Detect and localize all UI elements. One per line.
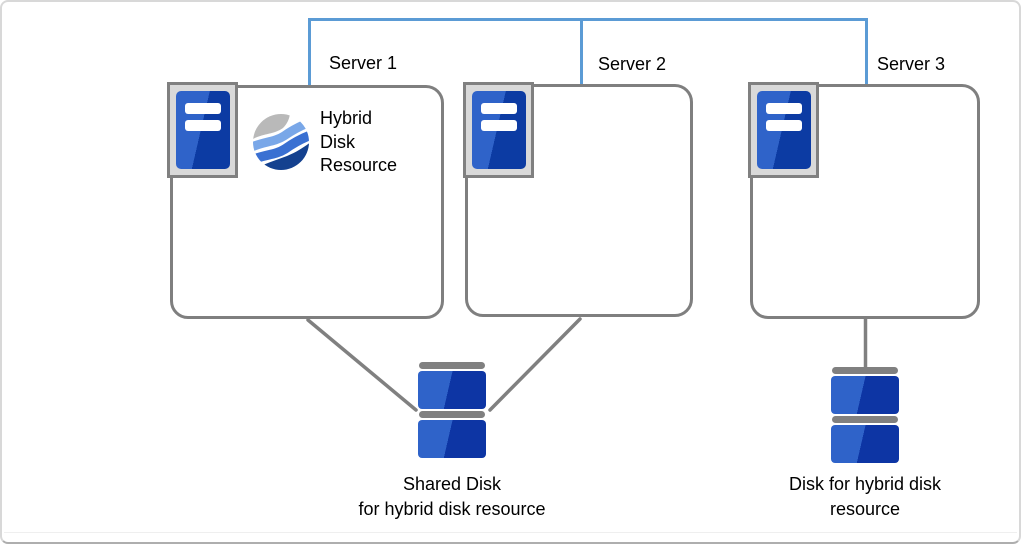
disk-divider: [832, 416, 898, 423]
shared-disk-caption: Shared Disk for hybrid disk resource: [282, 472, 622, 522]
disk-cap: [832, 367, 898, 374]
hybrid-disk-resource-label: Hybrid Disk Resource: [320, 107, 397, 178]
bottom-divider-line: [4, 532, 1017, 533]
disk-platter: [831, 425, 899, 463]
hybrid-disk-resource-label-line: Resource: [320, 155, 398, 175]
server3-label: Server 3: [877, 54, 946, 74]
server2-box: [465, 84, 693, 317]
disk-cap: [419, 362, 485, 369]
server-slot-bar: [184, 103, 221, 114]
server3-server-icon: [748, 82, 819, 178]
shared-disk-caption-line: for hybrid disk resource: [358, 499, 546, 519]
server1-label: Server 1: [329, 53, 398, 73]
hybrid-disk-resource-icon: [253, 114, 309, 170]
server1-server-icon: [167, 82, 238, 178]
server1-shared-disk-connector: [306, 318, 418, 412]
server2-server-icon: [463, 82, 534, 178]
server-panel: [175, 91, 230, 169]
server2-label: Server 2: [598, 54, 667, 74]
disk-platter: [831, 376, 899, 414]
hybrid-disk-caption: Disk for hybrid disk resource: [695, 472, 1019, 522]
hybrid-disk-resource-label-line: Disk: [320, 131, 355, 152]
server-slot-bar: [765, 120, 802, 131]
disk-platter: [418, 371, 486, 409]
server-slot-bar: [765, 103, 802, 114]
disk-divider: [419, 411, 485, 418]
hybrid-disk-resource-label-line: Hybrid: [320, 108, 373, 128]
server-slot-bar: [184, 120, 221, 131]
shared-disk-icon: [418, 362, 486, 460]
hybrid-disk-icon: [831, 367, 899, 465]
server-slot-bar: [480, 103, 517, 114]
server-panel: [756, 91, 811, 169]
server2-shared-disk-connector: [488, 317, 582, 412]
shared-disk-caption-line: Shared Disk: [402, 474, 502, 494]
disk-platter: [418, 420, 486, 458]
server-panel: [471, 91, 526, 169]
hybrid-disk-caption-line: resource: [829, 499, 901, 519]
hybrid-disk-caption-line: Disk for hybrid disk: [788, 474, 942, 494]
server-slot-bar: [480, 120, 517, 131]
